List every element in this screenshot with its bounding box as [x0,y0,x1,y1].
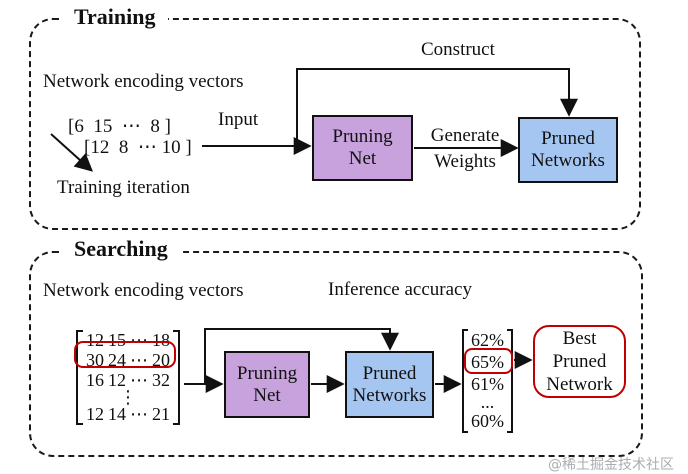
matrix-cell: 30 [86,350,104,370]
pruning-net-line1: Pruning [236,362,298,384]
matrix-cell: 16 [86,370,104,390]
training-vector-row-1: [6 15 ⋯ 8 ] [68,116,171,137]
input-label: Input [218,109,259,130]
searching-section-title: Searching [62,236,180,262]
matrix-cell: 18 [152,330,170,350]
construct-label: Construct [421,39,495,60]
training-vector-row-2: [12 8 ⋯ 10 ] [84,137,192,158]
accuracy-highlight-outline [464,348,513,374]
training-encoding-vectors-label: Network encoding vectors [43,71,244,92]
pruning-net-line1: Pruning [332,126,393,147]
matrix-cell: 14 [108,404,126,424]
matrix-row-highlight-outline [74,341,176,368]
accuracy-value-1: 62% [471,330,504,350]
searching-pruning-net-box: Pruning Net [224,351,310,418]
training-iteration-label: Training iteration [57,177,190,198]
training-section-title: Training [62,4,168,30]
matrix-cell: 20 [152,350,170,370]
construct-arrow [296,68,578,145]
accuracy-right-bracket [507,329,513,433]
bypass-arrow [204,328,399,383]
matrix-row-vdots: ⋮ [86,388,170,407]
pruning-net-line2: Net [253,384,281,406]
matrix-row-2-highlighted: 30 24 ⋯ 20 [86,351,170,370]
matrix-cell: 21 [152,404,170,424]
matrix-cell: ⋮ [119,387,137,407]
generate-label: Generate [430,125,500,146]
searching-section-border [29,251,643,457]
accuracy-value-5: 60% [471,411,504,431]
searching-encoding-vectors-label: Network encoding vectors [43,280,244,301]
training-pruned-networks-box: Pruned Networks [518,117,618,183]
matrix-cell: 12 [108,370,126,390]
matrix-row-3: 16 12 ⋯ 32 [86,371,170,390]
matrix-cell: ⋯ [130,350,148,370]
matrix-cell: 15 [108,330,126,350]
searching-pruned-networks-box: Pruned Networks [345,351,434,418]
accuracy-left-bracket [462,329,468,433]
matrix-cell: ⋯ [130,404,148,424]
pruned-networks-line2: Networks [352,384,427,406]
best-network-line1: Best [562,328,597,349]
best-pruned-network-box: Best Pruned Network [533,325,626,398]
matrix-cell: ⋯ [130,370,148,390]
pruned-networks-line1: Pruned [362,362,417,384]
best-network-line2: Pruned [552,351,607,372]
matrix-right-bracket [173,330,180,425]
weights-label: Weights [434,151,496,172]
training-pruning-net-box: Pruning Net [312,115,413,181]
accuracy-value-2-highlighted: 65% [471,352,504,372]
matrix-cell: 12 [86,404,104,424]
best-network-line3: Network [546,374,613,395]
accuracy-value-3: 61% [471,374,504,394]
matrix-row-1: 12 15 ⋯ 18 [86,331,170,350]
matrix-cell: 32 [152,370,170,390]
matrix-row-5: 12 14 ⋯ 21 [86,405,170,424]
training-iteration-arrow [50,133,94,172]
watermark: @稀土掘金技术社区 [548,457,674,473]
pruning-net-line2: Net [348,148,377,169]
training-section-border [29,18,641,230]
matrix-left-bracket [76,330,83,425]
pruned-networks-line2: Networks [531,150,605,171]
accuracy-value-dots: ... [480,392,495,412]
matrix-cell: 24 [108,350,126,370]
pruned-networks-line1: Pruned [541,128,595,149]
matrix-cell: ⋯ [130,330,148,350]
inference-accuracy-label: Inference accuracy [328,279,472,300]
matrix-cell: 12 [86,330,104,350]
